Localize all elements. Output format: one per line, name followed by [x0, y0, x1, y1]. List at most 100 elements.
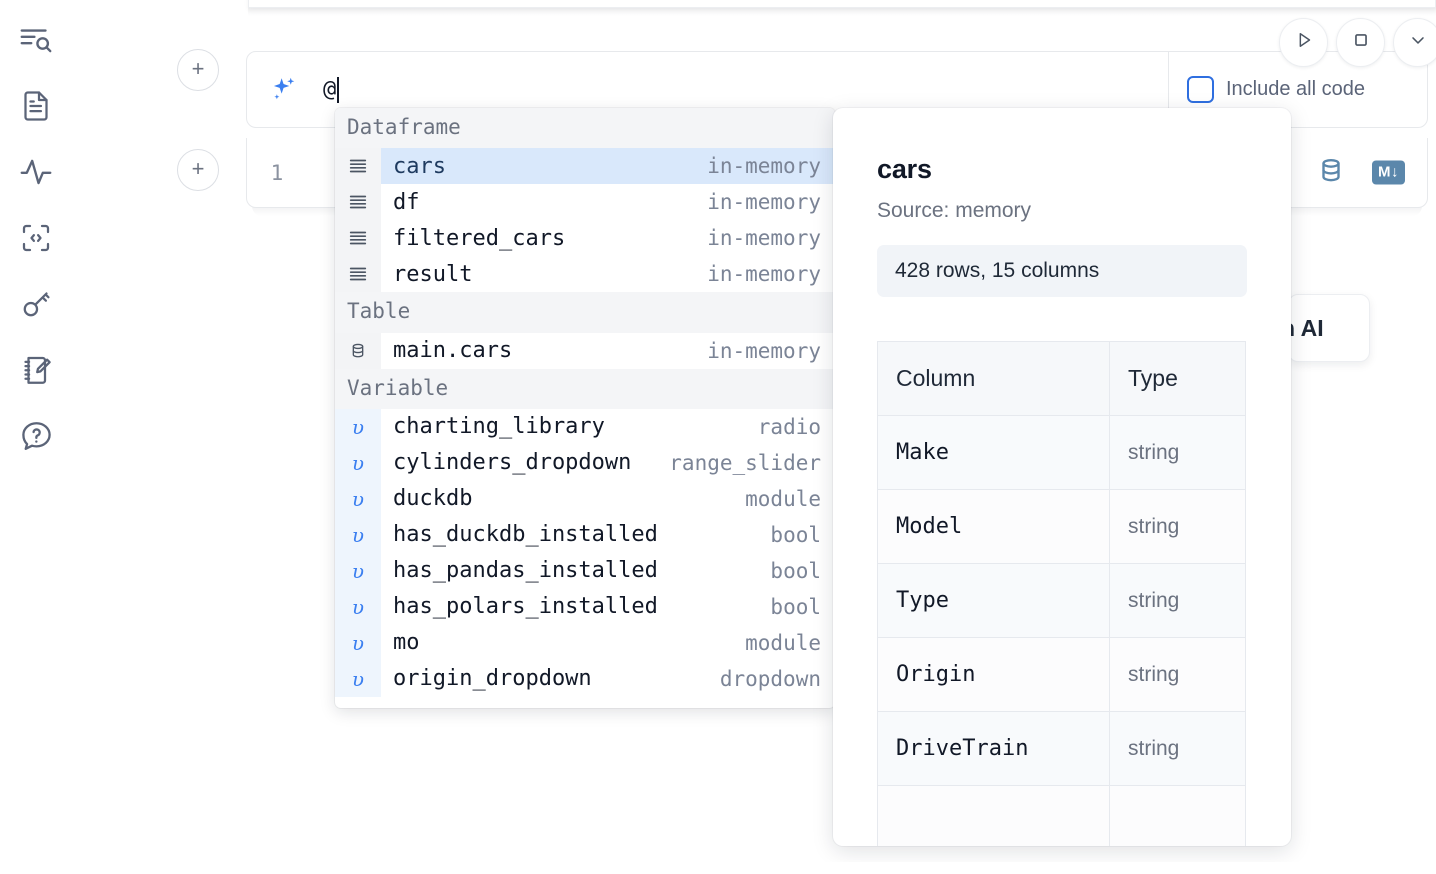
help-chat-icon	[18, 418, 55, 455]
ai-prompt-value: @	[323, 77, 337, 102]
dataframe-detail-panel: cars Source: memory 428 rows, 15 columns…	[833, 108, 1291, 846]
autocomplete-item-name: charting_library	[393, 414, 605, 440]
autocomplete-item-name: filtered_cars	[393, 225, 566, 251]
column-header-column: Column	[877, 341, 1110, 416]
more-actions-button[interactable]	[1393, 18, 1436, 67]
checkbox-icon[interactable]	[1187, 76, 1214, 103]
autocomplete-item-type: in-memory	[707, 154, 821, 179]
variable-icon: υ	[335, 624, 381, 661]
sidebar-item-snippets[interactable]	[14, 216, 58, 260]
autocomplete-item-name: main.cars	[393, 338, 513, 364]
autocomplete-item-name: has_duckdb_installed	[393, 522, 658, 548]
plus-icon: +	[191, 156, 205, 181]
notebook-card-top-edge	[248, 0, 1436, 8]
add-cell-button-bottom[interactable]: +	[177, 149, 219, 191]
stop-button[interactable]	[1336, 18, 1385, 67]
sidebar-item-scratchpad[interactable]	[14, 348, 58, 392]
schema-column-type: string	[1109, 637, 1246, 712]
generate-with-ai-button[interactable]: h AI	[1288, 294, 1370, 362]
dataframe-icon	[335, 184, 381, 221]
sparkle-ai-icon	[269, 75, 299, 105]
activity-pulse-icon	[17, 153, 55, 191]
schema-column-name	[877, 785, 1110, 846]
variable-icon: υ	[335, 552, 381, 589]
add-cell-button-top[interactable]: +	[177, 49, 219, 91]
autocomplete-item-body: has_duckdb_installed bool	[381, 517, 835, 553]
autocomplete-item[interactable]: υ has_duckdb_installed bool	[335, 516, 835, 553]
autocomplete-item-type: dropdown	[719, 666, 821, 691]
variable-icon: υ	[335, 516, 381, 553]
notebook-card-shadow	[248, 8, 1436, 16]
autocomplete-item-type: range_slider	[669, 450, 821, 475]
variable-icon: υ	[335, 660, 381, 697]
autocomplete-item-type: bool	[770, 558, 821, 583]
autocomplete-group-header: Table	[335, 292, 835, 333]
code-snippet-icon	[18, 220, 54, 256]
stop-icon	[1350, 29, 1372, 56]
schema-column-type: string	[1109, 415, 1246, 490]
autocomplete-group-header: Variable	[335, 368, 835, 409]
autocomplete-group-header: Dataframe	[335, 108, 835, 149]
ai-prompt-text-wrap[interactable]: @	[323, 52, 1168, 127]
autocomplete-item-type: in-memory	[707, 190, 821, 215]
detail-title: cars	[877, 154, 932, 184]
play-icon	[1293, 29, 1315, 56]
autocomplete-item-name: origin_dropdown	[393, 666, 592, 692]
autocomplete-item[interactable]: υ has_polars_installed bool	[335, 588, 835, 625]
include-all-code-checkbox[interactable]: Include all code	[1187, 76, 1365, 103]
run-button[interactable]	[1279, 18, 1328, 67]
sidebar-item-help[interactable]	[14, 414, 58, 458]
sidebar-item-explore[interactable]	[14, 18, 58, 62]
autocomplete-item-body: has_polars_installed bool	[381, 589, 835, 625]
schema-column-name: Make	[877, 415, 1110, 490]
autocomplete-item-name: has_polars_installed	[393, 594, 658, 620]
ai-prompt-input-area[interactable]: @	[247, 52, 1169, 127]
autocomplete-item[interactable]: υ origin_dropdown dropdown	[335, 660, 835, 697]
variable-icon: υ	[335, 480, 381, 517]
variable-icon: υ	[335, 588, 381, 625]
database-icon[interactable]	[1316, 155, 1346, 190]
schema-column-type: string	[1109, 489, 1246, 564]
table-db-icon	[335, 332, 381, 369]
table-row	[877, 785, 1246, 846]
schema-column-name: DriveTrain	[877, 711, 1110, 786]
explorer-search-icon	[17, 21, 55, 59]
ai-prompt-options: Include all code	[1169, 52, 1427, 127]
autocomplete-item-type: bool	[770, 594, 821, 619]
run-controls	[1279, 18, 1436, 67]
include-all-code-label: Include all code	[1226, 78, 1365, 100]
sidebar-item-activity[interactable]	[14, 150, 58, 194]
markdown-icon[interactable]: M↓	[1372, 160, 1405, 185]
autocomplete-item-type: bool	[770, 522, 821, 547]
sidebar-item-notebook[interactable]	[14, 84, 58, 128]
autocomplete-item-name: result	[393, 261, 473, 287]
chevron-down-icon	[1408, 30, 1428, 55]
sidebar-item-secrets[interactable]	[14, 282, 58, 326]
column-header-type: Type	[1109, 341, 1246, 416]
cell-action-icons: M↓	[1316, 155, 1405, 190]
schema-column-name: Origin	[877, 637, 1110, 712]
